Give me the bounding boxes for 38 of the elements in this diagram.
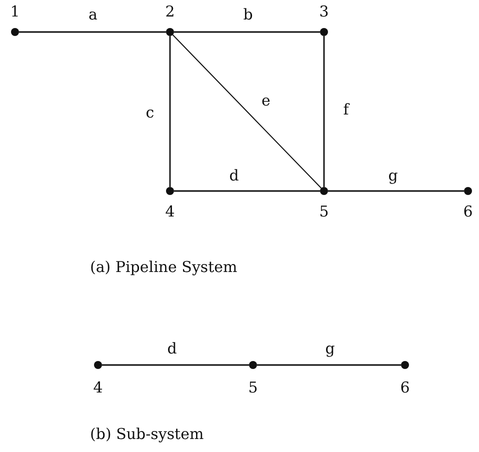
edge-label: g — [325, 342, 335, 356]
node-number: 5 — [248, 380, 258, 396]
figure-caption: (a) Pipeline System — [90, 260, 238, 275]
junction-dot — [94, 361, 102, 369]
junction-dot — [320, 28, 328, 36]
edge-label: g — [388, 168, 398, 184]
pipe-line — [102, 364, 249, 366]
pipe-line — [323, 36, 325, 187]
node-number: 4 — [93, 380, 103, 396]
node-number: 4 — [165, 204, 175, 220]
edge-label: d — [229, 168, 239, 184]
figure-caption: (b) Sub-system — [90, 427, 204, 442]
edge-label: c — [146, 106, 154, 120]
junction-dot — [11, 28, 19, 36]
pipe-line — [174, 190, 320, 192]
node-number: 5 — [319, 204, 329, 220]
node-number: 3 — [319, 4, 329, 20]
edge-label: f — [343, 102, 349, 118]
pipe-line — [172, 34, 322, 189]
junction-dot — [166, 28, 174, 36]
node-number: 6 — [463, 204, 473, 220]
node-number: 6 — [400, 380, 410, 396]
edge-label: b — [243, 8, 253, 22]
junction-dot — [249, 361, 257, 369]
pipe-line — [174, 31, 320, 33]
junction-dot — [464, 187, 472, 195]
edge-label: d — [167, 342, 177, 356]
junction-dot — [401, 361, 409, 369]
pipe-line — [328, 190, 464, 192]
edge-label: a — [88, 8, 98, 22]
node-number: 2 — [165, 4, 175, 20]
junction-dot — [166, 187, 174, 195]
edge-label: e — [262, 94, 270, 108]
pipe-line — [257, 364, 401, 366]
pipe-line — [169, 36, 171, 187]
node-number: 1 — [10, 4, 20, 20]
junction-dot — [320, 187, 328, 195]
pipe-line — [19, 31, 166, 33]
